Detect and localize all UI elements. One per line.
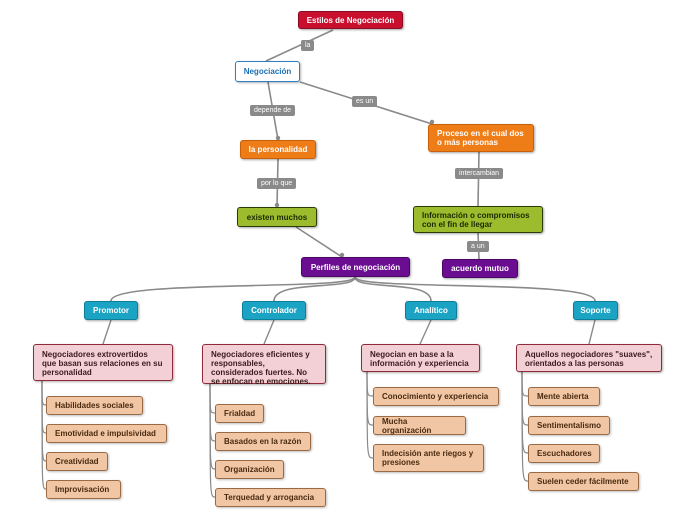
connector-line: [354, 276, 432, 302]
trait-item[interactable]: Escuchadores: [528, 444, 600, 463]
profile-analitico[interactable]: Analítico: [405, 301, 457, 320]
trait-item[interactable]: Conocimiento y experiencia: [373, 387, 499, 406]
trait-item[interactable]: Habilidades sociales: [46, 396, 143, 415]
link-label-depende-de: depende de: [250, 105, 295, 116]
trait-item[interactable]: Mente abierta: [528, 387, 600, 406]
profile-description[interactable]: Negociadores extrovertidos que basan sus…: [33, 344, 173, 381]
connector-line: [366, 371, 374, 459]
connector-line: [273, 276, 356, 302]
trait-item[interactable]: Improvisación: [46, 480, 121, 499]
connector-line: [102, 319, 112, 345]
connector-line: [477, 151, 480, 207]
link-label-intercambian: intercambian: [455, 168, 504, 179]
trait-item[interactable]: Creatividad: [46, 452, 108, 471]
connector-line: [295, 226, 343, 258]
trait-item[interactable]: Frialdad: [215, 404, 264, 423]
profile-description[interactable]: Negociadores eficientes y responsables, …: [202, 344, 326, 386]
profile-description[interactable]: Negocian en base a la información y expe…: [361, 344, 480, 372]
trait-item[interactable]: Indecisión ante riegos y presiones: [373, 444, 484, 472]
link-label-a-un: a un: [467, 241, 489, 252]
connector-line: [263, 319, 275, 345]
connector-line: [354, 276, 596, 302]
personalidad-node[interactable]: la personalidad: [240, 140, 316, 159]
trait-item[interactable]: Mucha organización: [373, 416, 466, 435]
profile-controlador[interactable]: Controlador: [242, 301, 306, 320]
perfiles-node[interactable]: Perfiles de negociación: [301, 257, 410, 277]
link-label-por-lo-que: por lo que: [257, 178, 297, 189]
connector-line: [41, 380, 47, 490]
connector-line: [275, 135, 281, 141]
connector-line: [110, 276, 356, 302]
trait-item[interactable]: Basados en la razón: [215, 432, 311, 451]
connector-line: [521, 371, 529, 482]
connector-line: [339, 252, 345, 258]
acuerdo-mutuo-node[interactable]: acuerdo mutuo: [442, 259, 518, 278]
profile-soporte[interactable]: Soporte: [573, 301, 618, 320]
trait-item[interactable]: Organización: [215, 460, 284, 479]
connector-line: [265, 29, 334, 62]
profile-description[interactable]: Aquellos negociadores "suaves", orientad…: [516, 344, 662, 372]
connector-line: [419, 319, 432, 345]
connector-line: [588, 319, 596, 345]
profile-promotor[interactable]: Promotor: [84, 301, 138, 320]
trait-item[interactable]: Suelen ceder fácilmente: [528, 472, 639, 491]
connector-line: [429, 119, 435, 125]
link-label-es-un: es un: [352, 96, 378, 107]
trait-item[interactable]: Sentimentalismo: [528, 416, 610, 435]
existen-muchos-node[interactable]: existen muchos: [237, 207, 317, 227]
informacion-node[interactable]: Información o compromisos con el fin de …: [413, 206, 543, 233]
connector-line: [209, 383, 216, 498]
link-label-la: la: [301, 40, 315, 51]
proceso-node[interactable]: Proceso en el cual dos o más personas: [428, 124, 534, 152]
negociacion-node[interactable]: Negociación: [235, 61, 300, 82]
connector-line: [274, 202, 280, 208]
trait-item[interactable]: Emotividad e impulsividad: [46, 424, 167, 443]
trait-item[interactable]: Terquedad y arrogancia: [215, 488, 326, 507]
root-node[interactable]: Estilos de Negociación: [298, 11, 403, 29]
